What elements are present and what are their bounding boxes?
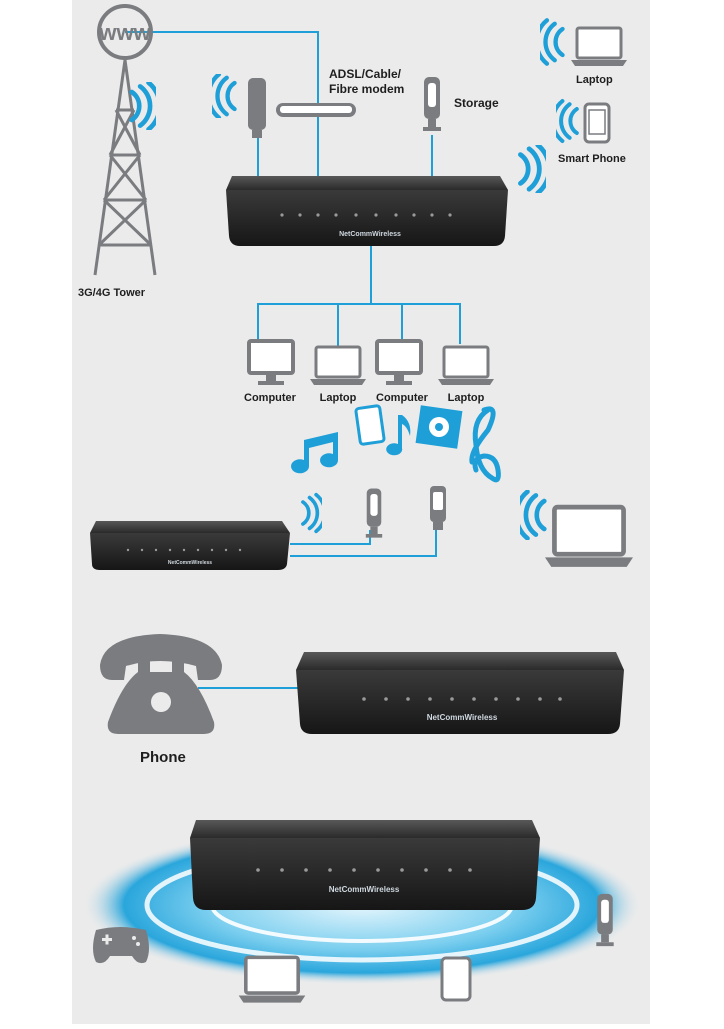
router-icon: NetCommWireless — [90, 521, 290, 570]
phone-label: Phone — [140, 749, 186, 766]
smartphone-label: Smart Phone — [558, 153, 626, 165]
scene-voice-phone: Phone NetCommWireless — [100, 634, 624, 766]
treble-clef-icon — [469, 406, 501, 483]
www-to-router-line — [125, 31, 319, 176]
cell-tower-icon — [93, 59, 157, 276]
router-icon: NetCommWireless — [226, 176, 508, 246]
laptop-icon — [569, 26, 629, 68]
modem-label-line1: ADSL/Cable/ — [329, 67, 402, 81]
lan-device-label: Laptop — [320, 392, 357, 404]
laptop-icon — [436, 345, 496, 387]
lan-device-label: Computer — [376, 392, 429, 404]
laptop-icon — [308, 345, 368, 387]
scene-internet-connections: www 3G/4G Tower ADSL/Cable/ Fibre modem — [78, 4, 629, 483]
gamepad-icon — [93, 927, 149, 964]
globe-www-icon: www — [97, 4, 153, 60]
svg-text:www: www — [98, 20, 151, 45]
tablet-icon — [354, 404, 386, 446]
modem-icon — [276, 103, 356, 117]
storage-label: Storage — [454, 96, 499, 110]
lan-device-label: Computer — [244, 392, 297, 404]
svg-text:NetCommWireless: NetCommWireless — [427, 713, 498, 722]
telephone-icon — [100, 634, 222, 734]
svg-text:NetCommWireless: NetCommWireless — [329, 885, 400, 894]
usb-stick-icon — [430, 486, 446, 530]
tablet-icon — [440, 956, 472, 1002]
scene-storage-sharing: NetCommWireless — [90, 486, 633, 570]
laptop-icon — [239, 957, 306, 1002]
laptop-label: Laptop — [576, 74, 613, 86]
router-icon: NetCommWireless — [296, 652, 624, 734]
usb-dongle-icon — [248, 78, 266, 138]
film-reel-icon — [415, 405, 463, 449]
scene-wireless-coverage: NetCommWireless — [82, 820, 642, 1003]
smartphone-icon — [583, 102, 611, 144]
svg-text:NetCommWireless: NetCommWireless — [339, 231, 401, 238]
lan-branch-lines — [257, 303, 461, 346]
music-note-icon — [386, 415, 411, 456]
laptop-icon — [545, 507, 633, 567]
lan-device-label: Laptop — [448, 392, 485, 404]
modem-label-line2: Fibre modem — [329, 82, 404, 96]
tower-label: 3G/4G Tower — [78, 287, 146, 299]
router-icon: NetCommWireless — [190, 820, 540, 910]
lan-device-labels: Computer Laptop Computer Laptop — [244, 392, 485, 404]
svg-text:NetCommWireless: NetCommWireless — [168, 560, 212, 566]
music-note-icon — [291, 432, 339, 474]
